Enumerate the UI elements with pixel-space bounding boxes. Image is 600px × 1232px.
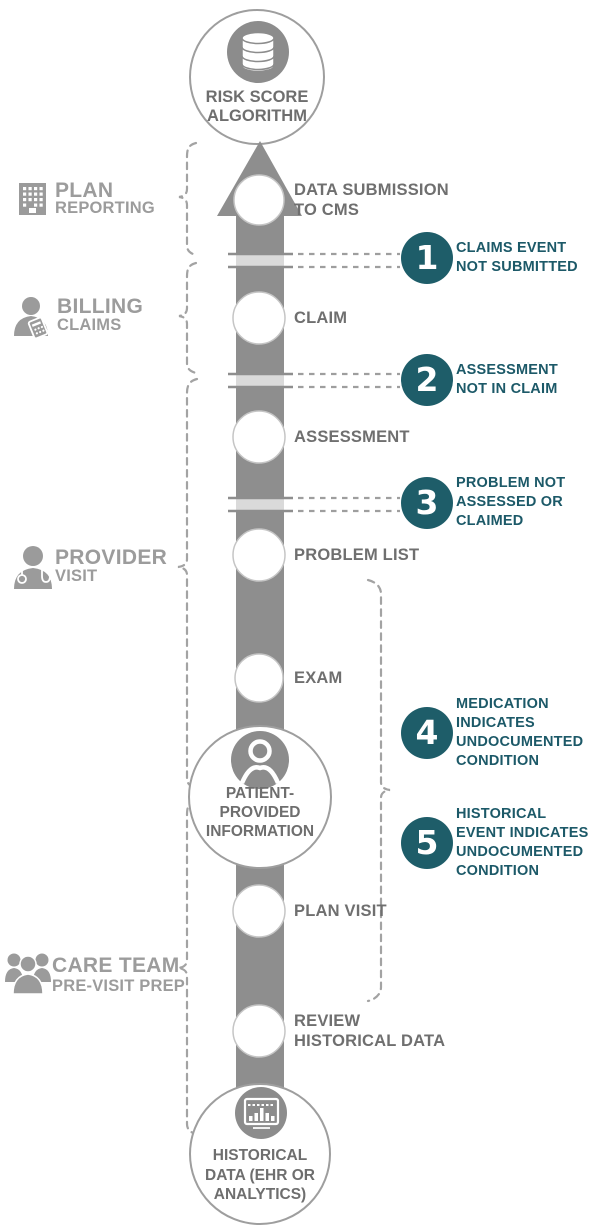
group-subtitle-visit: VISIT <box>55 567 98 585</box>
group-subtitle-reporting: REPORTING <box>55 199 155 217</box>
stage-label-plan-visit: PLAN VISIT <box>294 902 387 920</box>
patient-info-circle <box>188 725 332 869</box>
node-plan-visit <box>232 884 286 938</box>
node-review-historical <box>232 1004 286 1058</box>
stage-label-exam: EXAM <box>294 669 343 687</box>
database-icon <box>227 21 289 83</box>
analytics-monitor-icon <box>235 1087 287 1139</box>
patient-icon <box>231 731 289 789</box>
group-title-care-team: CARE TEAM <box>52 954 180 977</box>
building-icon <box>19 183 46 215</box>
stage-label-claim: CLAIM <box>294 309 348 327</box>
node-claim <box>232 291 286 345</box>
callout-badge-1: 1 <box>401 232 453 284</box>
brace-gaps-4-5 <box>366 578 391 1003</box>
brace-care-team <box>177 799 201 1137</box>
stage-label-data-submission: DATA SUBMISSION TO CMS <box>294 181 449 219</box>
node-exam <box>234 653 284 703</box>
doctor-icon <box>14 546 52 589</box>
callout-badge-5: 5 <box>401 817 453 869</box>
risk-score-label: RISK SCORE ALGORITHM <box>205 88 309 125</box>
node-assessment <box>232 410 286 464</box>
callout-badge-2: 2 <box>401 354 453 406</box>
callout-text-4: MEDICATION INDICATES UNDOCUMENTED CONDIT… <box>456 696 584 769</box>
historical-data-circle <box>189 1083 331 1225</box>
group-subtitle-claims: CLAIMS <box>57 316 122 334</box>
callout-text-1: CLAIMS EVENT NOT SUBMITTED <box>456 240 578 275</box>
callout-badge-4: 4 <box>401 707 453 759</box>
group-title-provider: PROVIDER <box>55 546 168 569</box>
node-data-submission <box>233 174 285 226</box>
brace-billing-claims <box>178 261 198 375</box>
callout-text-5: HISTORICAL EVENT INDICATES UNDOCUMENTED … <box>456 806 589 879</box>
brace-plan-reporting <box>178 141 198 257</box>
flow-arrow <box>217 141 302 1100</box>
historical-data-label: HISTORICAL DATA (EHR OR ANALYTICS) <box>205 1147 315 1203</box>
stage-label-problem-list: PROBLEM LIST <box>294 546 420 564</box>
care-team-icon <box>5 953 51 995</box>
callout-text-3: PROBLEM NOT ASSESSED OR CLAIMED <box>456 475 566 529</box>
callout-text-2: ASSESSMENT NOT IN CLAIM <box>456 362 558 397</box>
stage-label-assessment: ASSESSMENT <box>294 428 410 446</box>
callout-badge-3: 3 <box>401 477 453 529</box>
group-title-billing: BILLING <box>57 295 144 318</box>
biller-calculator-icon <box>14 297 49 340</box>
node-problem-list <box>232 528 286 582</box>
brace-provider-visit <box>177 377 199 790</box>
patient-info-label: PATIENT- PROVIDED INFORMATION <box>205 785 315 840</box>
group-subtitle-previsit-prep: PRE-VISIT PREP <box>52 977 185 995</box>
stage-label-review-historical: REVIEW HISTORICAL DATA <box>294 1012 446 1050</box>
group-title-plan: PLAN <box>55 179 114 202</box>
gap-bands <box>228 252 293 513</box>
